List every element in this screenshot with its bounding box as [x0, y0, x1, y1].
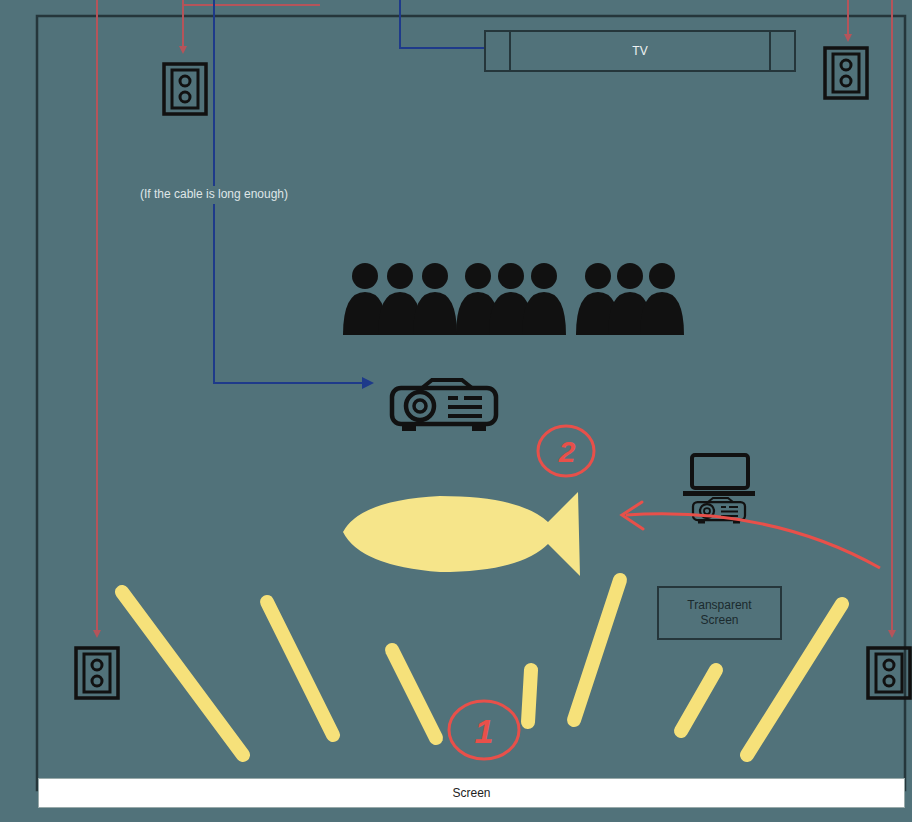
cable-note: (If the cable is long enough): [137, 186, 291, 204]
projector-icon: [392, 380, 496, 431]
screen-box: Transparent Screen: [657, 586, 782, 640]
speaker-icon: [76, 648, 118, 698]
projection-arrow: [622, 502, 880, 568]
tv-box: TV: [484, 30, 796, 72]
screen-bar: Screen: [38, 778, 905, 808]
light-strokes: [122, 580, 842, 755]
speaker-icon: [825, 48, 867, 98]
callout-number: 2: [559, 432, 576, 471]
speaker-icon: [868, 648, 910, 698]
fish-projection: [343, 492, 580, 576]
callout-number: 1: [475, 709, 494, 753]
box-text: TV: [632, 44, 647, 59]
speaker-wires: [97, 0, 892, 636]
speaker-icon: [164, 64, 206, 114]
audience-silhouettes: [343, 263, 684, 335]
laptop-projector-icon: [683, 455, 755, 524]
box-text: Screen: [452, 786, 490, 801]
tv-frame: [510, 31, 770, 71]
room-outline: [37, 16, 905, 790]
callout-circles: [449, 426, 594, 759]
box-text: Transparent Screen: [675, 598, 765, 628]
